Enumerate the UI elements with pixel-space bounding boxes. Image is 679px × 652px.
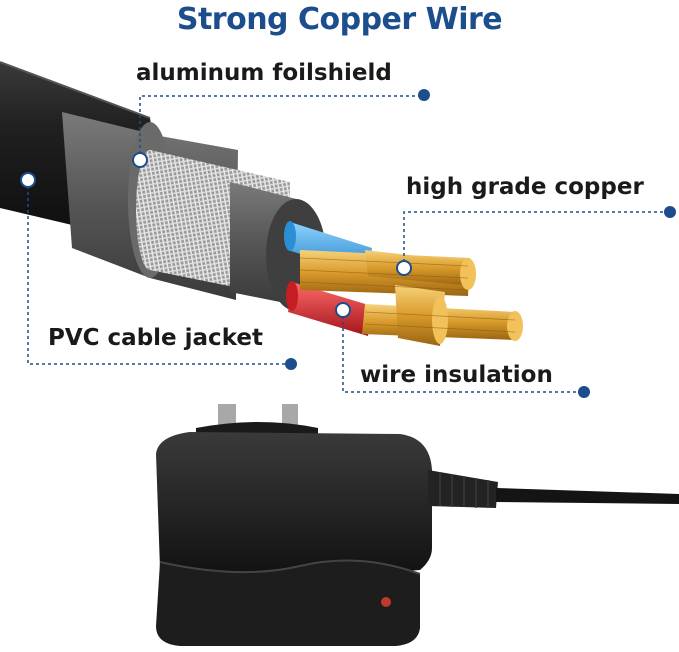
- diagram-title: Strong Copper Wire: [176, 2, 503, 37]
- label-high-grade-copper: high grade copper: [402, 174, 648, 200]
- label-pvc-cable-jacket: PVC cable jacket: [44, 325, 267, 351]
- label-wire-insulation: wire insulation: [356, 362, 557, 388]
- red-wire: [286, 281, 372, 336]
- copper-strands: [299, 250, 523, 346]
- label-aluminum-foilshield: aluminum foilshield: [132, 60, 396, 86]
- led-indicator: [381, 597, 391, 607]
- leader-lines: [27, 95, 670, 393]
- power-adapter: [156, 404, 679, 646]
- leader-dots: [20, 89, 676, 398]
